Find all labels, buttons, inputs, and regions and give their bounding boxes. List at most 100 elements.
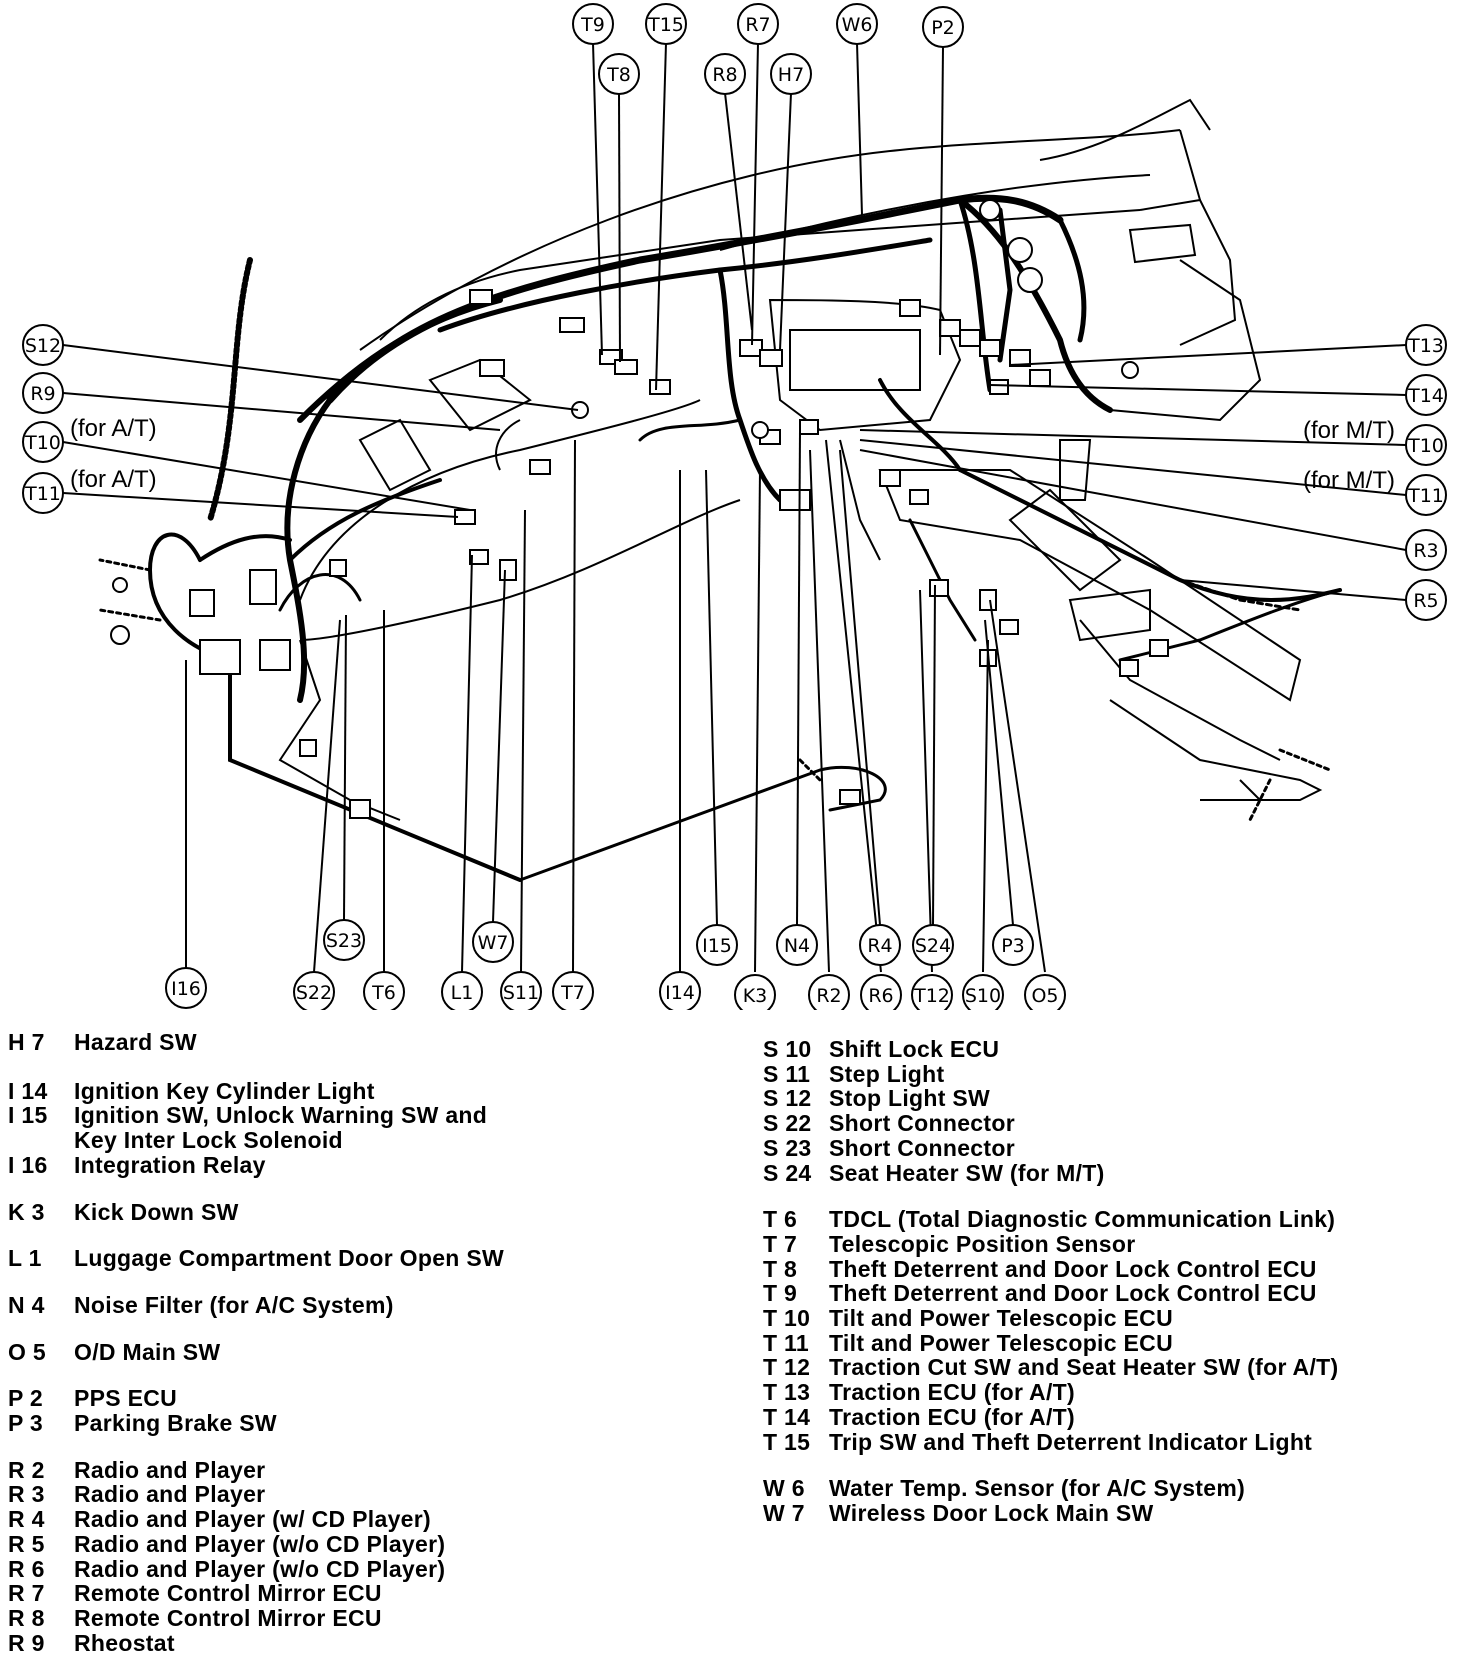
svg-text:R9: R9 (30, 383, 55, 405)
svg-text:O5: O5 (1031, 985, 1058, 1007)
legend-entry: K 3 Kick Down SW (8, 1198, 708, 1225)
svg-text:T10: T10 (1407, 435, 1444, 457)
svg-text:I14: I14 (665, 982, 695, 1004)
legend-code: T 12 (763, 1354, 811, 1381)
legend-entry: W 7 Wireless Door Lock Main SW (763, 1501, 1463, 1526)
svg-text:I16: I16 (171, 978, 201, 1000)
legend-code: R 6 (8, 1555, 45, 1582)
callout-t7: T7 (552, 971, 594, 1010)
legend-code: W 7 (763, 1499, 805, 1526)
svg-text:K3: K3 (743, 985, 768, 1007)
callout-s23: S23 (323, 919, 365, 961)
legend-entry: O 5 O/D Main SW (8, 1338, 708, 1365)
legend-description: Wireless Door Lock Main SW (829, 1499, 1154, 1526)
legend-description: Theft Deterrent and Door Lock Control EC… (829, 1280, 1317, 1307)
legend-code: T 7 (763, 1230, 798, 1257)
note-t11-right: (for M/T) (1303, 467, 1395, 494)
legend-description: Trip SW and Theft Deterrent Indicator Li… (829, 1428, 1313, 1455)
callout-r4: R4 (859, 924, 901, 966)
legend-code: T 8 (763, 1255, 798, 1282)
legend-description: Ignition SW, Unlock Warning SW and (74, 1102, 488, 1129)
leader-lines (62, 42, 1407, 973)
legend-description: Theft Deterrent and Door Lock Control EC… (829, 1255, 1317, 1282)
callout-t9: T9 (572, 3, 614, 45)
legend-description: O/D Main SW (74, 1338, 221, 1365)
svg-text:T15: T15 (647, 14, 684, 36)
legend-description: Rheostat (74, 1629, 175, 1656)
svg-text:H7: H7 (778, 64, 804, 86)
svg-text:P3: P3 (1001, 935, 1025, 957)
legend-description: Tilt and Power Telescopic ECU (829, 1305, 1173, 1332)
callout-n4: N4 (776, 924, 818, 966)
legend-description: Tilt and Power Telescopic ECU (829, 1329, 1173, 1356)
legend-description: TDCL (Total Diagnostic Communication Lin… (829, 1206, 1336, 1233)
svg-text:T10: T10 (24, 432, 61, 454)
wiring-diagram: T9 T15 R7 W6 P2 T8 R8 H7 S12 R9 T10 T11 … (22, 3, 1447, 1010)
svg-text:S11: S11 (503, 982, 539, 1004)
callout-t13: T13 (1405, 324, 1447, 366)
legend-code: K 3 (8, 1198, 45, 1225)
legend-code: S 11 (763, 1060, 811, 1087)
wire-harness (98, 194, 1342, 882)
callout-s24: S24 (912, 924, 954, 966)
callout-labels: T9 T15 R7 W6 P2 T8 R8 H7 S12 R9 T10 T11 … (22, 3, 1447, 1010)
svg-text:R3: R3 (1413, 540, 1438, 562)
legend-description: Radio and Player (w/o CD Player) (74, 1530, 446, 1557)
legend-description: Telescopic Position Sensor (829, 1230, 1136, 1257)
legend-entry: R 6 Radio and Player (w/o CD Player) (8, 1555, 708, 1582)
legend-group: O 5 O/D Main SW (8, 1338, 708, 1365)
svg-text:S22: S22 (296, 982, 332, 1004)
callout-t14: T14 (1405, 374, 1447, 416)
legend-code: P 3 (8, 1410, 44, 1437)
svg-text:I15: I15 (702, 935, 732, 957)
callout-w6: W6 (836, 3, 878, 45)
legend-description: Traction ECU (for A/T) (829, 1403, 1075, 1430)
callout-t12: T12 (911, 974, 953, 1010)
callout-r2: R2 (808, 974, 850, 1010)
legend-code: R 2 (8, 1456, 45, 1483)
legend-code: R 3 (8, 1481, 45, 1508)
callout-s10: S10 (962, 974, 1004, 1010)
note-t11-left: (for A/T) (70, 466, 157, 493)
callout-p2: P2 (922, 6, 964, 48)
legend-code: T 13 (763, 1379, 811, 1406)
legend-description: Kick Down SW (74, 1198, 239, 1225)
svg-text:W7: W7 (478, 932, 509, 954)
legend-entry: T 10 Tilt and Power Telescopic ECU (763, 1306, 1463, 1331)
legend-description: Seat Heater SW (for M/T) (829, 1159, 1105, 1186)
svg-text:T6: T6 (371, 982, 396, 1004)
note-t10-left: (for A/T) (70, 415, 157, 442)
legend-description: PPS ECU (74, 1385, 178, 1412)
callout-p3: P3 (992, 924, 1034, 966)
legend-description: Step Light (829, 1060, 945, 1087)
callout-s11: S11 (500, 971, 542, 1010)
callout-r5: R5 (1405, 579, 1447, 621)
callout-i15: I15 (696, 924, 738, 966)
legend-description: Short Connector (829, 1110, 1015, 1137)
callout-t15: T15 (645, 3, 687, 45)
legend-code: O 5 (8, 1338, 46, 1365)
legend-code: S 22 (763, 1110, 812, 1137)
legend-code: T 10 (763, 1305, 811, 1332)
callout-w7: W7 (472, 921, 514, 963)
callout-r7: R7 (737, 3, 779, 45)
legend-description: Stop Light SW (829, 1085, 991, 1112)
callout-r6: R6 (860, 974, 902, 1010)
svg-text:L1: L1 (451, 982, 474, 1004)
legend-description: Radio and Player (w/o CD Player) (74, 1555, 446, 1582)
